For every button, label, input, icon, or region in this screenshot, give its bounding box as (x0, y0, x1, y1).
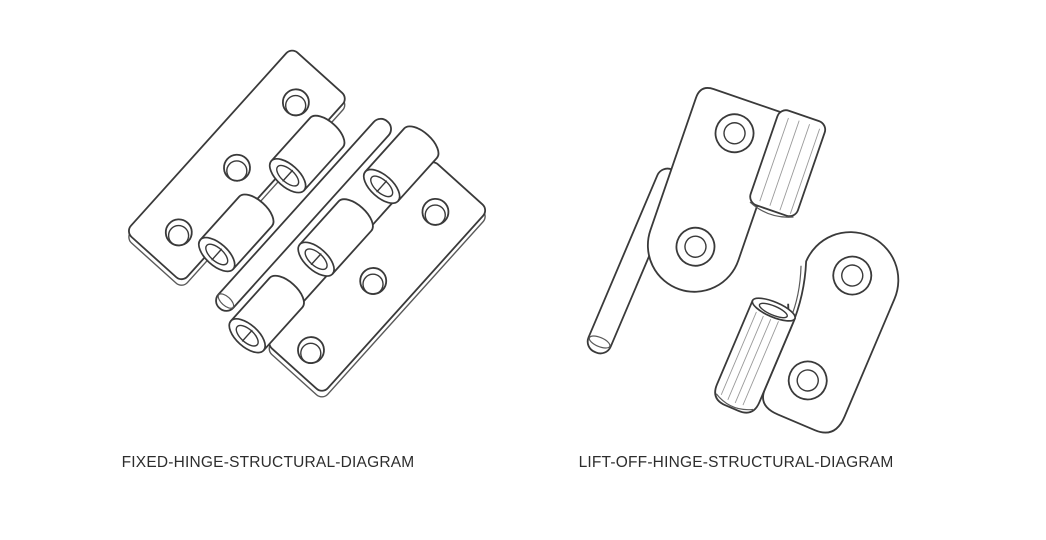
fixed-hinge-assembly (128, 49, 487, 398)
lift-off-hinge-diagram (586, 87, 900, 434)
upper-leaf-screw-holes (675, 113, 755, 267)
lift-off-upper-leaf (646, 87, 827, 293)
lower-leaf-sleeve (714, 297, 796, 414)
fixed-hinge-leaf-left (128, 49, 346, 286)
lift-off-hinge-caption: LIFT-OFF-HINGE-STRUCTURAL-DIAGRAM (578, 454, 894, 471)
leaf-left-knuckle (268, 114, 346, 194)
fixed-hinge-caption: FIXED-HINGE-STRUCTURAL-DIAGRAM (121, 454, 415, 471)
leaf-left-plate (128, 49, 346, 281)
pin-rod-end-cap (588, 335, 611, 349)
hinge-pin (215, 117, 392, 312)
barrel-bottom-cap (749, 201, 794, 218)
leaf-left-screw-holes (164, 88, 310, 247)
hinge-pin-end-cap (217, 293, 235, 309)
barrel-shading-lines (759, 117, 821, 214)
sleeve-bottom-cap (715, 393, 754, 411)
fixed-hinge-leaf-right (228, 125, 487, 398)
upper-leaf-pin-barrel (749, 109, 827, 218)
fixed-hinge-diagram (128, 49, 487, 398)
leaf-right-screw-holes (297, 197, 450, 364)
leaf-right-knuckle (297, 198, 374, 277)
lower-leaf-screw-holes (787, 255, 873, 401)
lift-off-lower-leaf (714, 231, 900, 434)
leaf-left-knuckle (197, 193, 275, 273)
sleeve-opening-bore (758, 302, 788, 319)
leaf-right-knuckle (362, 125, 440, 205)
leaf-right-knuckle (228, 274, 305, 354)
sleeve-shading-lines (720, 311, 779, 406)
